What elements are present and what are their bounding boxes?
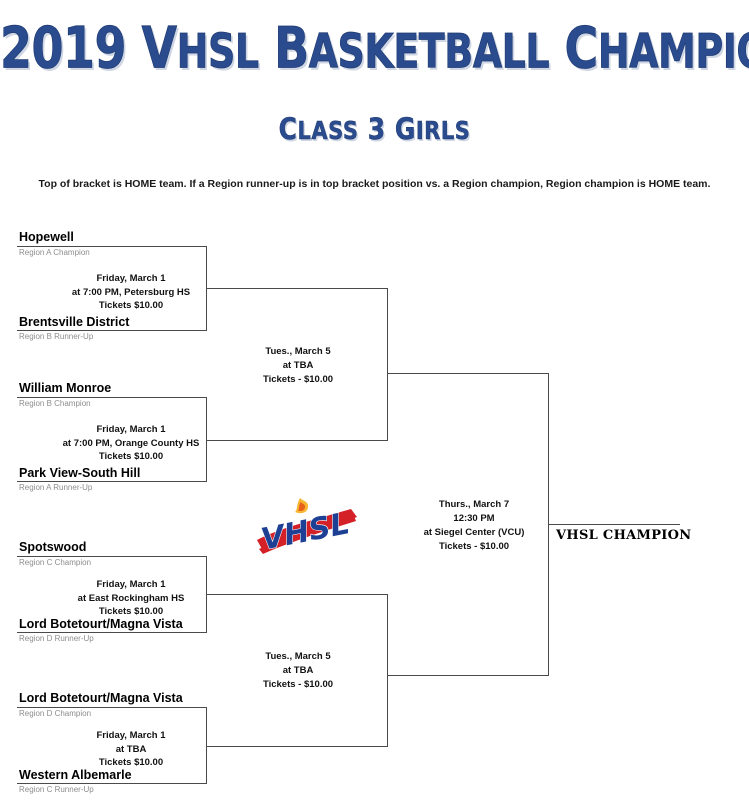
r1-g3-bottom-seed: Region D Runner-Up xyxy=(19,634,94,643)
final-tickets: Tickets - $10.00 xyxy=(438,541,510,552)
r1-g2-info: Friday, March 1 at 7:00 PM, Orange Count… xyxy=(56,423,206,464)
final-info: Thurs., March 7 12:30 PM at Siegel Cente… xyxy=(400,498,548,554)
r1-g1-bottom-seed: Region B Runner-Up xyxy=(19,332,94,341)
r1-g4-tickets: Tickets $10.00 xyxy=(98,757,164,768)
r1-g4-top-team: Lord Botetourt/Magna Vista xyxy=(19,691,183,705)
r1-g4-top-line xyxy=(17,707,207,708)
flame-icon xyxy=(295,498,309,514)
red-swoosh xyxy=(257,509,357,554)
r1-g1-bottom-line xyxy=(17,330,207,331)
final-location: at Siegel Center (VCU) xyxy=(423,527,525,538)
sf2-info: Tues., March 5 at TBA Tickets - $10.00 xyxy=(228,650,368,692)
r1-g2-location: at 7:00 PM, Orange County HS xyxy=(62,437,200,449)
r1-g1-location: at 7:00 PM, Petersburg HS xyxy=(71,286,191,298)
r1-g4-date: Friday, March 1 xyxy=(96,730,166,741)
r1-g3-top-team: Spotswood xyxy=(19,540,87,554)
r1-g4-bottom-seed: Region C Runner-Up xyxy=(19,785,94,794)
r1-g1-top-line xyxy=(17,246,207,247)
final-bottom-line xyxy=(387,675,549,676)
r1-g2-bottom-team: Park View-South Hill xyxy=(19,466,141,480)
vhsl-logo: VHSL SERVING YOUTH SINCE 1913 xyxy=(255,496,375,564)
r1-g3-bottom-team: Lord Botetourt/Magna Vista xyxy=(19,617,183,631)
final-time: 12:30 PM xyxy=(453,513,495,524)
sf1-bottom-line xyxy=(206,440,388,441)
page-subtitle: CLASS 3 GIRLS xyxy=(278,112,471,147)
r1-g1-top-team: Hopewell xyxy=(19,230,74,244)
r1-g4-bottom-line xyxy=(17,783,207,784)
r1-g3-top-line xyxy=(17,556,207,557)
champion-label: VHSL CHAMPION xyxy=(556,528,692,543)
r1-g2-top-seed: Region B Champion xyxy=(19,399,91,408)
sf2-location: at TBA xyxy=(282,665,314,676)
sf2-date: Tues., March 5 xyxy=(265,651,331,662)
r1-g4-info: Friday, March 1 at TBA Tickets $10.00 xyxy=(56,729,206,770)
sf1-date: Tues., March 5 xyxy=(265,346,331,357)
r1-g3-bottom-line xyxy=(17,632,207,633)
sf2-tickets: Tickets - $10.00 xyxy=(262,679,334,690)
r1-g2-top-line xyxy=(17,397,207,398)
sf2-right-line xyxy=(387,594,388,746)
page-title: 2019 VHSL BASKETBALL CHAMPIONSHIPS xyxy=(0,14,749,82)
r1-g3-tickets: Tickets $10.00 xyxy=(98,606,164,617)
sf1-location: at TBA xyxy=(282,360,314,371)
r1-g1-tickets: Tickets $10.00 xyxy=(98,300,164,311)
r1-g2-date: Friday, March 1 xyxy=(96,424,166,435)
page-header: 2019 VHSL BASKETBALL CHAMPIONSHIPS CLASS… xyxy=(0,0,749,165)
champion-line xyxy=(548,524,680,525)
r1-g3-location: at East Rockingham HS xyxy=(77,592,185,604)
sf1-tickets: Tickets - $10.00 xyxy=(262,374,334,385)
r1-g2-top-team: William Monroe xyxy=(19,381,112,395)
sf1-right-line xyxy=(387,288,388,440)
final-date: Thurs., March 7 xyxy=(438,499,510,510)
r1-g3-top-seed: Region C Champion xyxy=(19,558,92,567)
r1-g2-right-line xyxy=(206,397,207,482)
r1-g2-bottom-line xyxy=(17,481,207,482)
r1-g1-date: Friday, March 1 xyxy=(96,273,166,284)
r1-g2-tickets: Tickets $10.00 xyxy=(98,451,164,462)
sf1-info: Tues., March 5 at TBA Tickets - $10.00 xyxy=(228,345,368,387)
r1-g4-location: at TBA xyxy=(115,743,147,755)
sf1-top-line xyxy=(206,288,388,289)
sf2-bottom-line xyxy=(206,746,388,747)
sf2-top-line xyxy=(206,594,388,595)
bracket-home-team-note: Top of bracket is HOME team. If a Region… xyxy=(38,178,711,190)
r1-g3-date: Friday, March 1 xyxy=(96,579,166,590)
r1-g2-bottom-seed: Region A Runner-Up xyxy=(19,483,93,492)
r1-g3-info: Friday, March 1 at East Rockingham HS Ti… xyxy=(56,578,206,619)
final-top-line xyxy=(387,373,549,374)
r1-g1-info: Friday, March 1 at 7:00 PM, Petersburg H… xyxy=(56,272,206,313)
r1-g4-right-line xyxy=(206,707,207,784)
r1-g1-top-seed: Region A Champion xyxy=(19,248,90,257)
r1-g4-top-seed: Region D Champion xyxy=(19,709,92,718)
r1-g1-bottom-team: Brentsville District xyxy=(19,315,130,329)
r1-g4-bottom-team: Western Albemarle xyxy=(19,768,132,782)
